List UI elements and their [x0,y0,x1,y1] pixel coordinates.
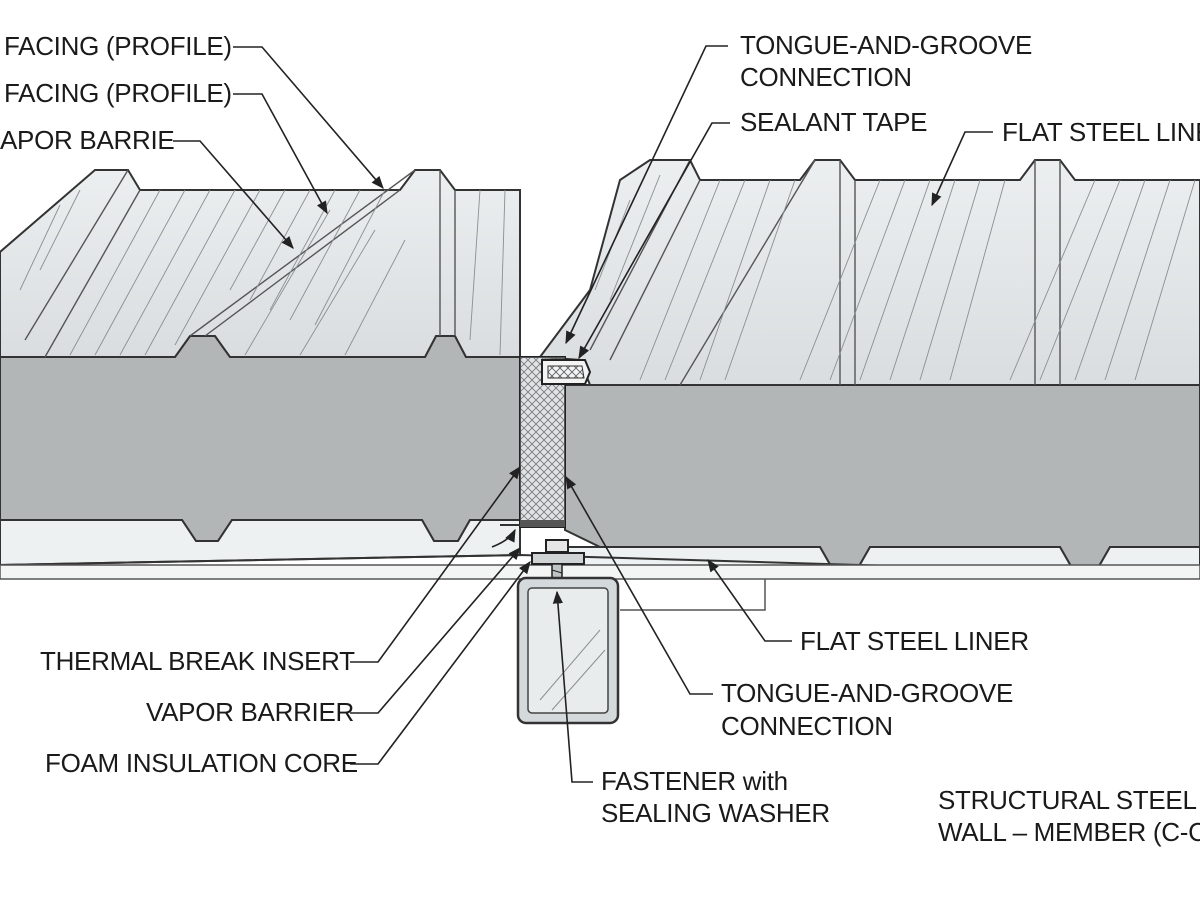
facing-hatch-left [19,189,506,356]
label-thermal-break-insert: THERMAL BREAK INSERT [40,646,355,676]
label-facing-profile-second: FACING (PROFILE) [4,78,232,108]
label-flat-steel-liner-top: FLAT STEEL LINE [1002,117,1200,147]
facing-ribs-left [24,169,456,358]
label-tongue-groove-top-line1: TONGUE-AND-GROOVE [740,30,1032,60]
top-facing-left [0,169,521,358]
foam-core-left [0,335,521,542]
label-structural-member-line1: STRUCTURAL STEEL F [938,785,1200,815]
label-tongue-groove-top-line2: CONNECTION [740,62,912,92]
facing-hatch-right [594,174,1196,381]
label-vapor-barrier-bottom: VAPOR BARRIER [146,697,354,727]
label-facing-profile-top: FACING (PROFILE) [4,31,232,61]
label-sealant-tape: SEALANT TAPE [740,107,928,137]
label-vapor-barrier-top: APOR BARRIE [0,125,175,155]
label-fastener-line2: SEALING WASHER [601,798,830,828]
foam-core-right [564,384,1200,569]
leader-lines [173,45,993,783]
thermal-break-insert [519,356,566,528]
label-tongue-groove-bottom-line1: TONGUE-AND-GROOVE [721,678,1013,708]
label-foam-insulation-core: FOAM INSULATION CORE [45,748,358,778]
label-tongue-groove-bottom-line2: CONNECTION [721,711,893,741]
label-structural-member-line2: WALL – MEMBER (C-C [938,817,1200,847]
label-fastener-line1: FASTENER with [601,766,788,796]
label-flat-steel-liner-bottom: FLAT STEEL LINER [800,626,1029,656]
